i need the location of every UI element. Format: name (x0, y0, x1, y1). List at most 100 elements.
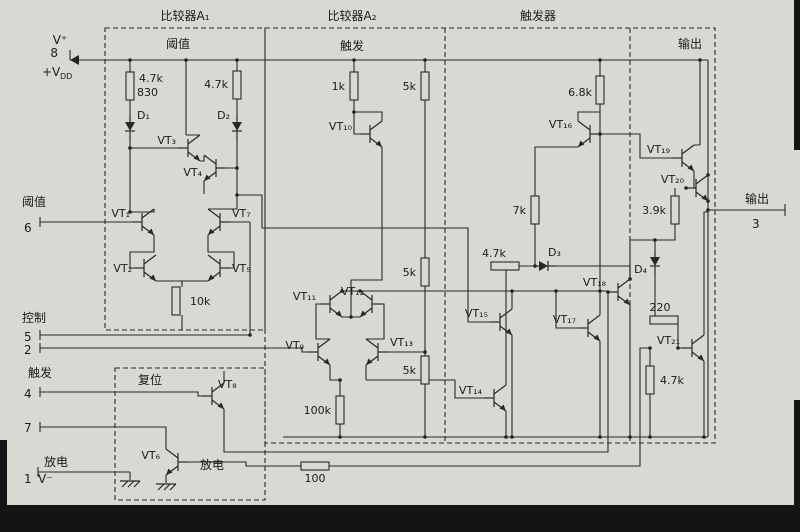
wires-reset-discharge (188, 292, 650, 467)
svg-text:VT₄: VT₄ (183, 166, 202, 179)
pin-4-number: 4 (24, 387, 32, 401)
resistor-100: 100 (300, 461, 330, 485)
transistor-vt6: VT₆ (141, 448, 189, 476)
resistor-6k8: 6.8k (568, 75, 605, 105)
transistor-vt17: VT₁₇ (553, 313, 601, 342)
scan-border-right-bottom (794, 400, 800, 532)
svg-text:D₃: D₃ (548, 246, 561, 259)
diode-d4: D₄ (634, 250, 661, 276)
svg-text:10k: 10k (190, 295, 211, 308)
transistor-vt8: VT₈ (201, 378, 237, 410)
transistor-vt10: VT₁₀ (329, 120, 383, 148)
transistor-vt20: VT₂₀ (661, 173, 709, 202)
pin-6-label: 阈值 (22, 194, 46, 209)
svg-text:VT₁₁: VT₁₁ (293, 290, 316, 303)
svg-text:6.8k: 6.8k (568, 86, 592, 99)
transistor-vt15: VT₁₅ (465, 307, 513, 336)
svg-text:VT₈: VT₈ (218, 378, 237, 391)
transistor-vt16: VT₁₆ (549, 118, 601, 148)
svg-text:VT₁: VT₁ (111, 207, 130, 220)
pin-7-number: 7 (24, 421, 32, 435)
diode-d3: D₃ (532, 246, 561, 272)
svg-text:VT₇: VT₇ (232, 207, 251, 220)
scan-border-left (0, 440, 7, 532)
pin-8-number: 8 (50, 46, 58, 60)
pin-7-label: 放电 (44, 454, 68, 469)
svg-text:VT₅: VT₅ (232, 262, 251, 275)
transistor-vt11: VT₁₁ (293, 290, 343, 318)
svg-text:3.9k: 3.9k (642, 204, 666, 217)
resistor-5k-bottom: 5k (403, 355, 430, 385)
label-reset-box: 复位 (138, 372, 162, 387)
transistor-vt4: VT₄ (183, 154, 227, 182)
resistor-100k: 100k (304, 395, 345, 425)
diode-d2: D₂ (217, 109, 243, 141)
pin-6-number: 6 (24, 221, 32, 235)
svg-text:VT₂: VT₂ (113, 262, 132, 275)
pin-vplus-label: V⁺ (53, 33, 68, 47)
svg-text:VT₁₂: VT₁₂ (341, 285, 364, 298)
pin-5-label: 控制 (22, 311, 46, 325)
diode-d1: D₁ (124, 109, 150, 141)
svg-text:VT₁₀: VT₁₀ (329, 120, 353, 133)
transistor-vt7: VT₇ (207, 207, 251, 236)
pin-3-number: 3 (752, 217, 760, 231)
resistor-7k: 7k (513, 195, 540, 225)
scan-border-bottom (0, 505, 800, 532)
section-header-comparator-a2: 比较器A₂ (327, 8, 376, 23)
svg-text:D₂: D₂ (217, 109, 230, 122)
pin-vdd-label: +V (42, 65, 61, 79)
svg-text:100k: 100k (304, 404, 332, 417)
transistor-vt2: VT₂ (113, 254, 157, 282)
svg-text:VT₂₀: VT₂₀ (661, 173, 685, 186)
resistor-4k7-out: 4.7k (645, 365, 684, 395)
svg-text:1k: 1k (332, 80, 346, 93)
resistor-4k7-a1b: 4.7k (204, 70, 242, 100)
transistor-vt12: VT₁₂ (341, 285, 383, 318)
svg-text:830: 830 (137, 86, 158, 99)
svg-text:VT₃: VT₃ (157, 134, 176, 147)
resistor-4k7-ff: 4.7k (482, 247, 520, 271)
svg-text:VT₁₆: VT₁₆ (549, 118, 573, 131)
svg-text:VT₁₅: VT₁₅ (465, 307, 488, 320)
pin-5-number: 5 (24, 330, 32, 344)
svg-text:4.7k: 4.7k (660, 374, 684, 387)
svg-text:5k: 5k (403, 80, 417, 93)
pin8-arrow (70, 55, 79, 65)
transistor-vt19: VT₁₉ (647, 143, 695, 172)
resistor-3k9: 3.9k (642, 195, 680, 225)
transistor-vt13: VT₁₃ (365, 336, 413, 366)
section-header-comparator-a1: 比较器A₁ (160, 8, 209, 23)
pin-2-number: 2 (24, 343, 32, 357)
section-boxes (104, 27, 716, 501)
svg-text:VT₂₁: VT₂₁ (657, 334, 680, 347)
wires-supply-drops (129, 60, 701, 437)
transistor-vt21: VT₂₁ (657, 334, 705, 362)
svg-text:VT₁₉: VT₁₉ (647, 143, 670, 156)
wires-comparator-a1 (129, 147, 490, 335)
scan-border-right-top (794, 0, 800, 150)
junction-dots (128, 58, 710, 439)
resistor-220: 220 (649, 301, 679, 325)
pin-2-label: 触发 (28, 365, 52, 380)
label-threshold-inner: 阈值 (166, 36, 190, 51)
svg-text:VT₁₃: VT₁₃ (390, 336, 413, 349)
transistor-vt5: VT₅ (207, 254, 251, 282)
pin-terminal-ticks (37, 50, 786, 477)
svg-text:VT₆: VT₆ (141, 449, 160, 462)
transistor-vt3: VT₃ (157, 134, 201, 162)
resistor-10k: 10k (171, 286, 211, 316)
svg-text:D₁: D₁ (137, 109, 150, 122)
svg-text:4.7k: 4.7k (482, 247, 506, 260)
label-discharge-inner: 放电 (200, 457, 224, 472)
pin-vdd-subscript: DD (60, 72, 72, 81)
svg-text:4.7k: 4.7k (204, 78, 228, 91)
resistor-5k-top: 5k (403, 71, 430, 101)
wires-pins (38, 209, 785, 483)
transistor-vt9: VT₉ (285, 338, 331, 366)
pin-vminus-label: V⁻ (38, 472, 53, 486)
svg-text:100: 100 (305, 472, 326, 485)
svg-text:5k: 5k (403, 266, 417, 279)
